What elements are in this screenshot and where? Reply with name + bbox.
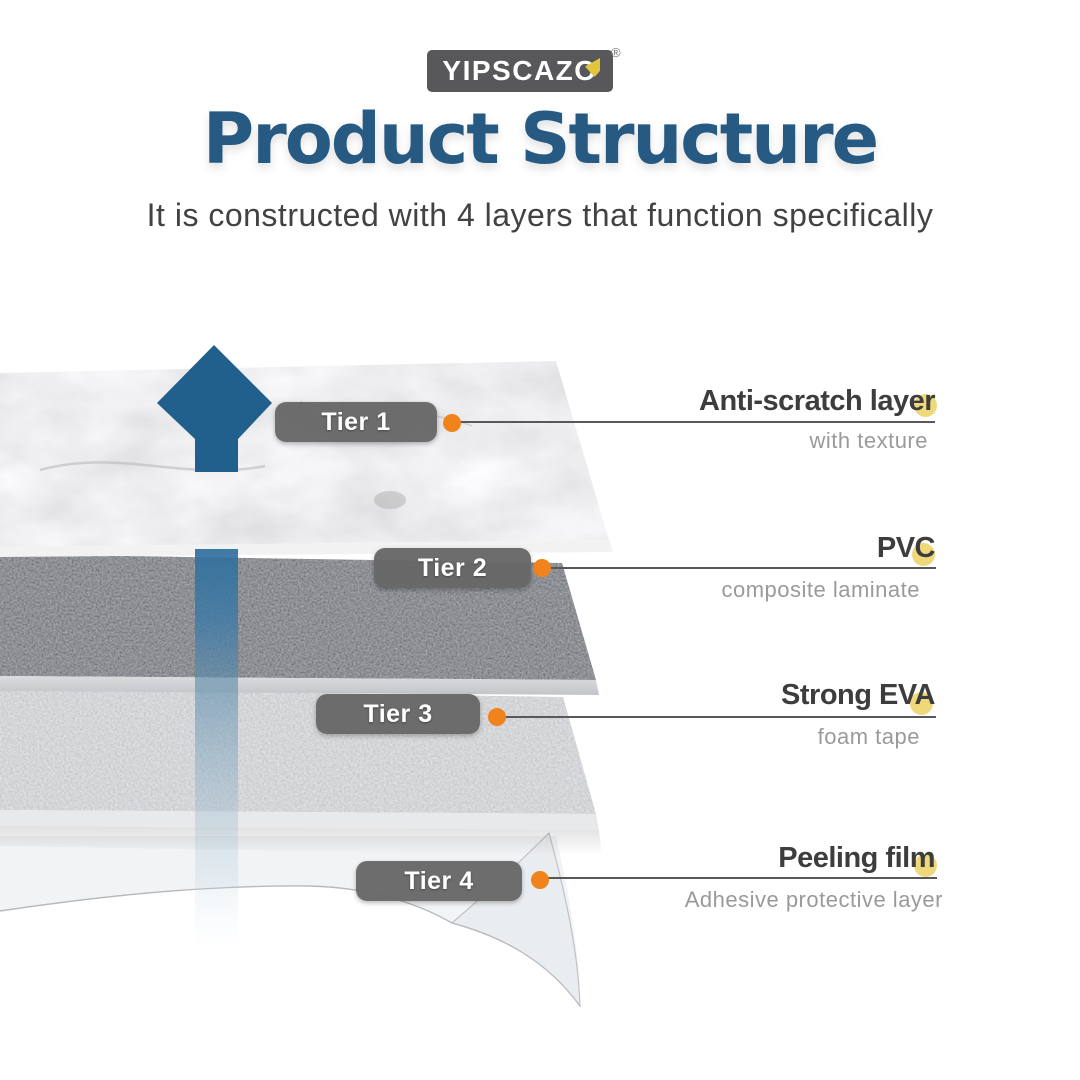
tier-1-connector-line	[455, 421, 935, 423]
page-subtitle: It is constructed with 4 layers that fun…	[146, 197, 934, 233]
layer-3-name: Strong EVA	[781, 679, 935, 711]
layer-1-name: Anti-scratch layer	[699, 385, 936, 417]
marble-layer-shape	[0, 361, 613, 557]
arrow-translucent-band	[195, 549, 238, 951]
tier-3-badge: Tier 3	[316, 694, 480, 734]
layer-2-description: composite laminate	[721, 577, 920, 602]
up-arrow-icon	[157, 345, 272, 472]
tier-3-connector-dot	[488, 708, 506, 726]
yellow-accent-dot-3	[910, 692, 933, 715]
tier-3-connector-line	[497, 716, 936, 718]
eva-foam-layer-shape	[0, 688, 602, 856]
tier-4-badge: Tier 4	[356, 861, 522, 901]
registered-trademark-symbol: ®	[611, 45, 621, 60]
tier-4-connector-line	[540, 877, 937, 879]
yellow-accent-dot-2	[912, 543, 935, 566]
tier-2-connector-line	[545, 567, 936, 569]
yellow-accent-dot-1	[914, 394, 937, 417]
tier-4-connector-dot	[531, 871, 549, 889]
tier-1-badge: Tier 1	[275, 402, 437, 442]
layer-1-description: with texture	[809, 428, 928, 453]
brand-logo: YIPSCAZO	[427, 50, 613, 92]
yellow-accent-dot-4	[914, 854, 937, 877]
tier-1-connector-dot	[443, 414, 461, 432]
layer-4-name: Peeling film	[778, 842, 935, 874]
brand-logo-text: YIPSCAZO	[442, 55, 598, 86]
layer-3-description: foam tape	[817, 724, 920, 749]
layer-4-description: Adhesive protective layer	[684, 887, 943, 912]
tier-2-badge: Tier 2	[374, 548, 531, 588]
page-title: Product Structure	[202, 98, 879, 180]
tier-2-connector-dot	[533, 559, 551, 577]
layer-2-name: PVC	[876, 532, 936, 564]
